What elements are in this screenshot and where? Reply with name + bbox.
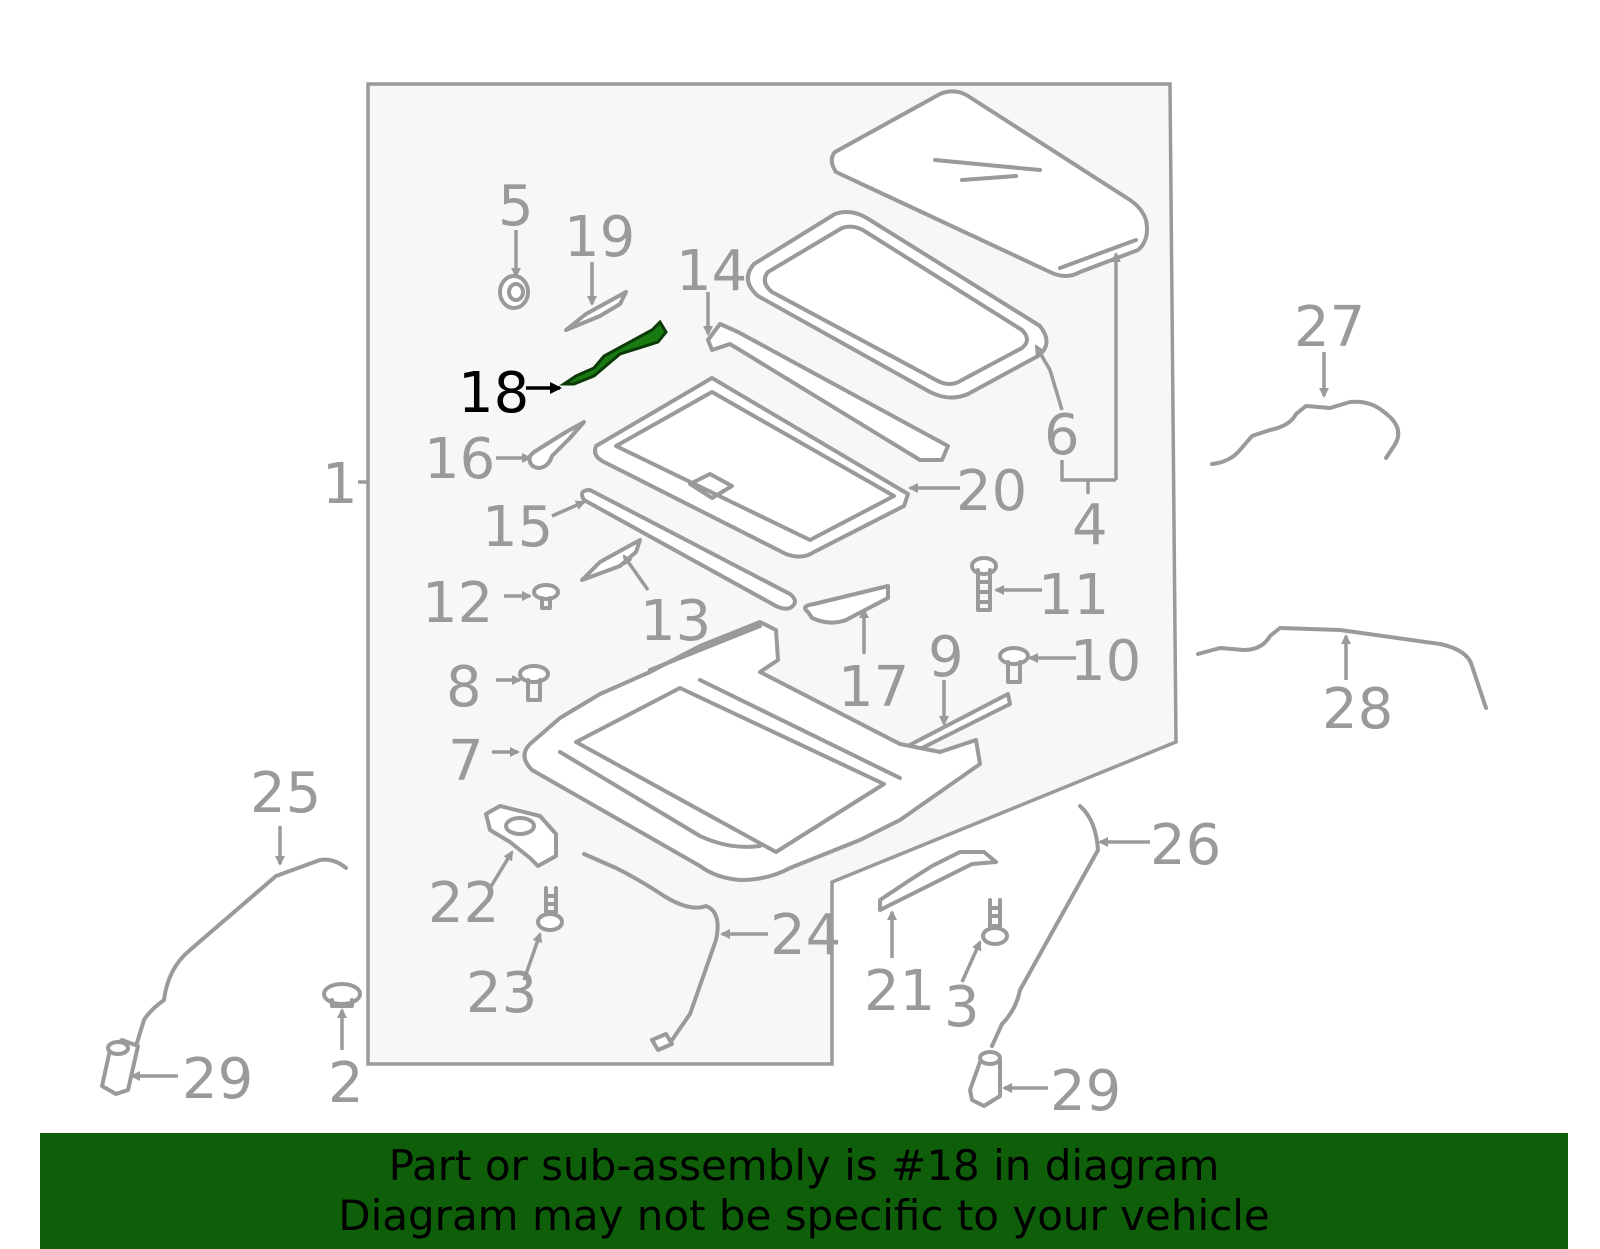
bolt-23 [536, 886, 564, 932]
plug [498, 274, 530, 310]
callout-3: 3 [944, 975, 980, 1040]
bolt-3 [981, 898, 1009, 946]
nut-2 [322, 982, 362, 1008]
callout-16: 16 [424, 427, 495, 492]
callout-8: 8 [446, 655, 482, 720]
pad [580, 538, 642, 582]
callout-14: 14 [676, 239, 747, 304]
callout-4: 4 [1072, 493, 1108, 558]
callout-25: 25 [250, 761, 321, 826]
cable-24 [582, 852, 720, 1052]
callout-17: 17 [838, 655, 909, 720]
callout-28: 28 [1322, 677, 1393, 742]
fitting-29-right [968, 1050, 1002, 1108]
drain-hose-27 [1210, 399, 1401, 466]
main-frame [522, 620, 982, 882]
insulator [564, 290, 628, 332]
bracket-21 [878, 850, 998, 912]
callout-23: 23 [466, 961, 537, 1026]
callout-2: 2 [328, 1051, 364, 1116]
callout-29-left: 29 [182, 1047, 253, 1112]
callout-18: 18 [458, 361, 529, 426]
callout-15: 15 [482, 495, 553, 560]
callout-21: 21 [864, 959, 935, 1024]
fitting-29-left [100, 1038, 140, 1096]
bolt-8 [518, 664, 550, 702]
bolt-11 [970, 556, 998, 612]
sunshade [593, 376, 910, 559]
callout-11: 11 [1038, 563, 1109, 628]
drain-hose-25 [134, 857, 348, 1048]
drain-hose-28 [1196, 626, 1488, 710]
glass-panel [829, 89, 1149, 278]
callout-13: 13 [640, 589, 711, 654]
callout-20: 20 [956, 459, 1027, 524]
callout-24: 24 [770, 903, 841, 968]
callout-19: 19 [564, 205, 635, 270]
callout-9: 9 [928, 625, 964, 690]
callout-10: 10 [1070, 629, 1141, 694]
wind-deflector [706, 322, 950, 462]
callout-22: 22 [428, 871, 499, 936]
banner-line-disclaimer: Diagram may not be specific to your vehi… [338, 1191, 1270, 1240]
info-banner: Part or sub-assembly is #18 in diagram D… [40, 1133, 1568, 1249]
callout-6: 6 [1044, 403, 1080, 468]
screw-12 [532, 583, 560, 610]
drain-hose-26 [990, 804, 1100, 1048]
rear-trim [803, 584, 890, 625]
banner-line-part: Part or sub-assembly is #18 in diagram [388, 1141, 1220, 1190]
guide-block [484, 804, 558, 868]
callout-12: 12 [422, 571, 493, 636]
callout-29-right: 29 [1050, 1059, 1121, 1124]
callout-7: 7 [448, 729, 484, 794]
bolt-10 [998, 646, 1030, 684]
seal-strip [580, 488, 797, 611]
callout-26: 26 [1150, 813, 1221, 878]
callout-1: 1 [322, 452, 358, 517]
callout-27: 27 [1294, 295, 1365, 360]
callout-5: 5 [498, 174, 534, 239]
frame-seal [746, 210, 1049, 400]
highlighted-part-18[interactable] [559, 319, 668, 386]
